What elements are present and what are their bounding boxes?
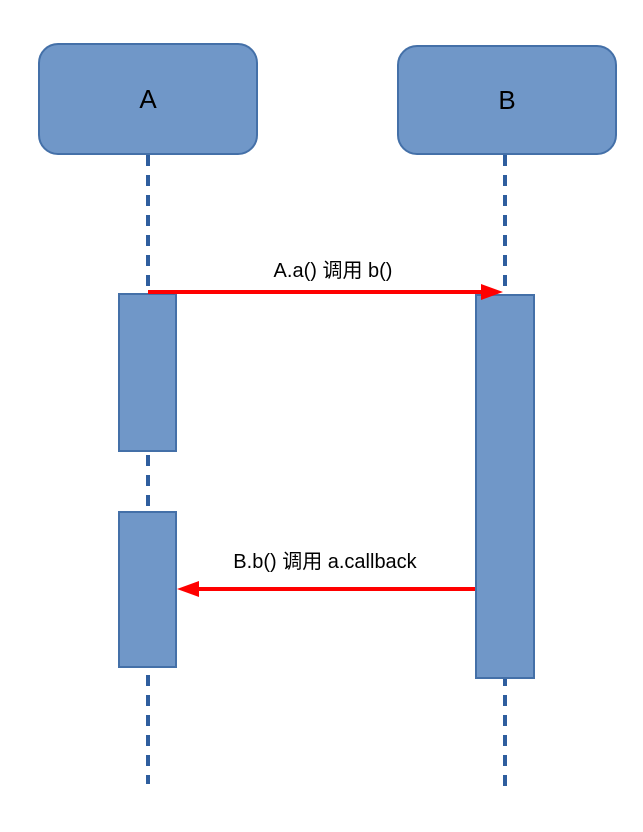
lifeline-a [146,155,150,784]
message-1-label: A.a() 调用 b() [273,260,393,282]
activation-bar-b [475,294,535,679]
message-2-label: B.b() 调用 a.callback [233,551,417,573]
actor-a-box: A [38,43,258,155]
arrowhead-right-icon [481,284,503,300]
actor-a-label: A [139,83,157,114]
activation-bar-a-2 [118,511,177,668]
activation-bar-a-1 [118,293,177,452]
actor-b-box: B [397,45,617,155]
message-1-arrow-line [148,290,486,294]
actor-b-label: B [498,84,516,115]
message-2-arrow-line [195,587,475,591]
arrowhead-left-icon [177,581,199,597]
